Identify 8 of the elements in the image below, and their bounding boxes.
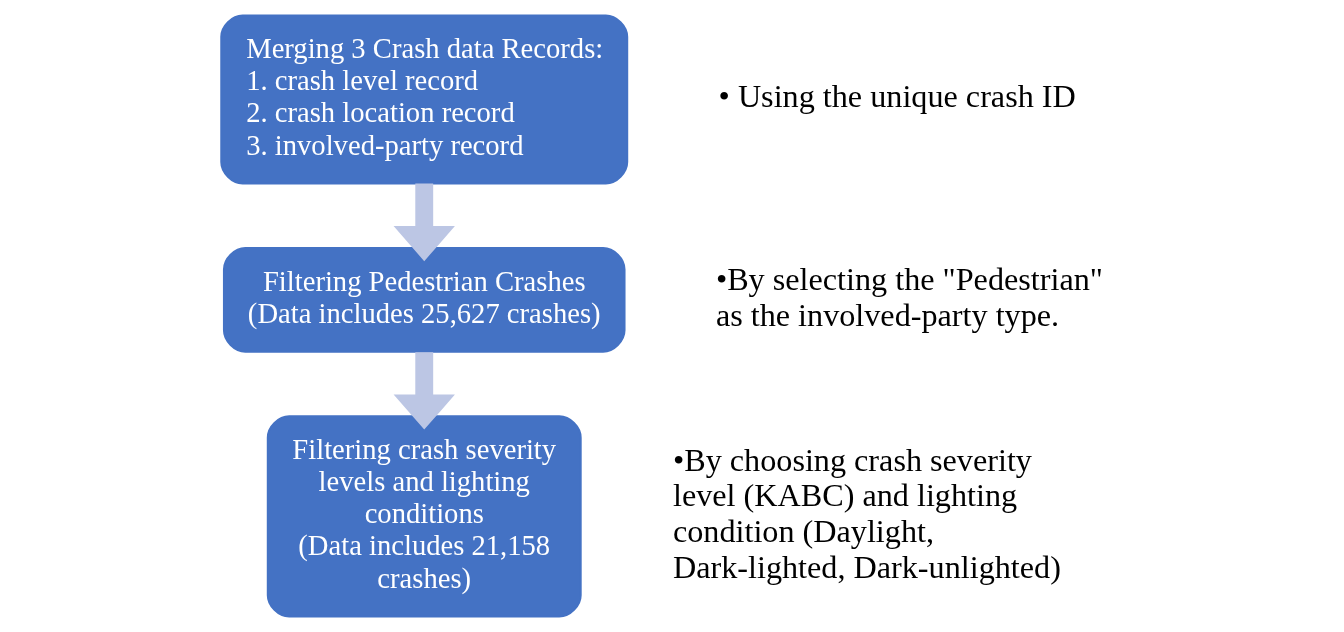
node-label: • Using the unique crash ID (718, 78, 1076, 115)
node-box: Filtering Pedestrian Crashes (Data includes 25,627 crashes) (222, 247, 626, 353)
node-box: Filtering crash severity levels and lighting conditions (Data includes 21,158 crashes) (266, 415, 582, 618)
arrow (393, 183, 455, 262)
node-box: Merging 3 Crash data Records: 1. crash level record 2. crash location record 3. involved-party record (219, 14, 628, 185)
arrow (393, 352, 455, 430)
node-label: •By choosing crash severity level (KABC) and lighting condition (Daylight, Dark-lighted, Dark-unlighted) (672, 441, 1061, 585)
node-label: •By selecting the "Pedestrian" as the involved-party type. (715, 260, 1103, 333)
